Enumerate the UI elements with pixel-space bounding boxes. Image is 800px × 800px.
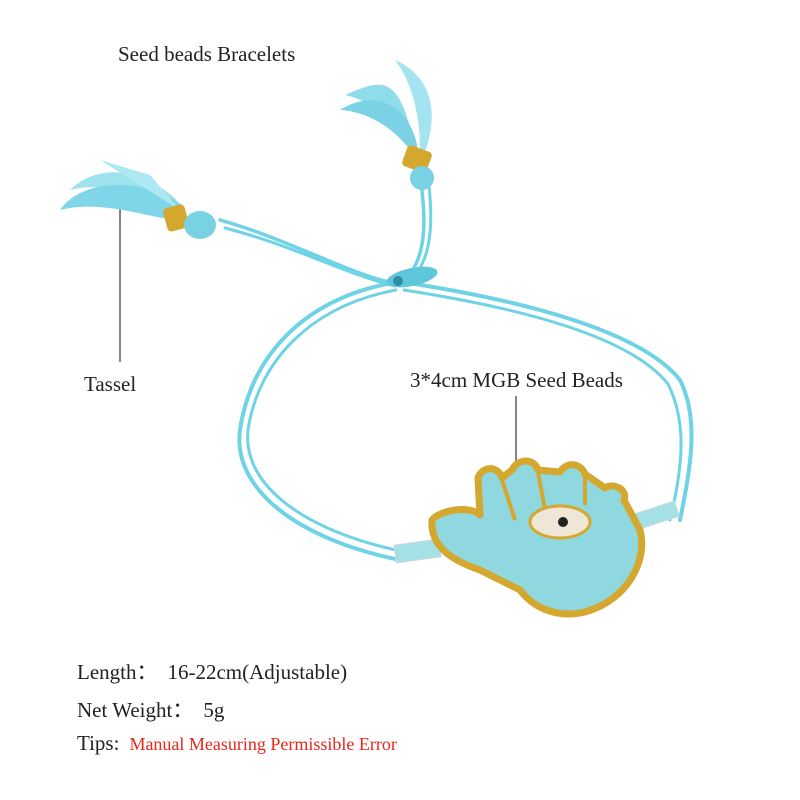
spec-weight-value: 5g xyxy=(203,698,225,722)
spec-weight-label: Net Weight： xyxy=(77,698,194,722)
bracelet-cord xyxy=(218,173,694,562)
right-tassel xyxy=(340,60,434,190)
spec-tips-label: Tips: xyxy=(77,731,120,755)
spec-length-label: Length： xyxy=(77,660,158,684)
hamsa-bead-pendant xyxy=(428,457,646,618)
page-title: Seed beads Bracelets xyxy=(118,42,296,66)
spec-length-row: Length： 16-22cm(Adjustable) xyxy=(77,656,347,686)
spec-tips-value: Manual Measuring Permissible Error xyxy=(129,734,397,754)
spec-tips-row: Tips: Manual Measuring Permissible Error xyxy=(77,731,397,756)
tassel-label: Tassel xyxy=(84,372,137,396)
left-tassel xyxy=(60,160,216,239)
spec-length-value: 16-22cm(Adjustable) xyxy=(167,660,348,684)
seed-beads-label: 3*4cm MGB Seed Beads xyxy=(410,368,623,392)
sliding-knot xyxy=(386,266,438,288)
spec-weight-row: Net Weight： 5g xyxy=(77,694,224,724)
